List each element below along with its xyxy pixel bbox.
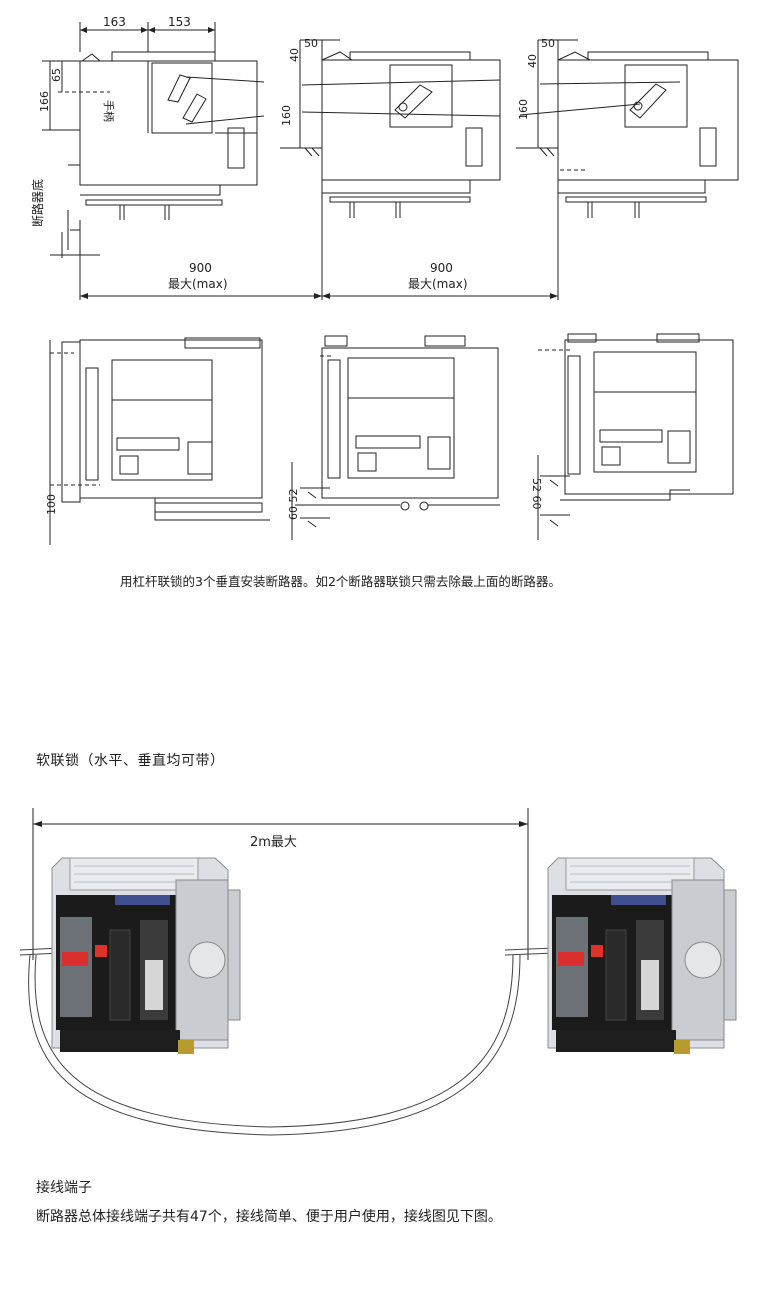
dim-50-a: 50 <box>304 37 318 50</box>
dim-100: 100 <box>45 494 58 515</box>
dim-163: 163 <box>103 15 126 29</box>
span-left-label: 最大(max) <box>168 277 228 291</box>
soft-interlock-heading: 软联锁（水平、垂直均可带） <box>36 753 225 769</box>
label-handle: 手柄 <box>102 100 116 122</box>
span-right-value: 900 <box>430 261 453 275</box>
dim-50-b: 50 <box>541 37 555 50</box>
vertical-interlock-caption: 用杠杆联锁的3个垂直安装断路器。如2个断路器联锁只需去除最上面的断路器。 <box>120 574 561 589</box>
span-left-value: 900 <box>189 261 212 275</box>
dim-40-a: 40 <box>288 48 301 62</box>
dim-40-b: 40 <box>526 54 539 68</box>
span-right-label: 最大(max) <box>408 277 468 291</box>
soft-interlock-figure: 2m最大 <box>19 808 737 1136</box>
label-breaker-bottom: 断路器底 <box>30 179 45 227</box>
terminals-heading: 接线端子 <box>36 1180 92 1196</box>
dim-160-a: 160 <box>280 105 293 126</box>
dim-166: 166 <box>38 91 51 112</box>
terminals-description: 断路器总体接线端子共有47个，接线简单、便于用户使用，接线图见下图。 <box>36 1209 502 1225</box>
breaker-left-image <box>51 857 241 1054</box>
dim-65: 65 <box>50 68 63 82</box>
lever-interlock-drawing: 163 153 50 50 40 40 65 166 160 160 手柄 断路… <box>30 15 739 545</box>
soft-interlock-span-label: 2m最大 <box>250 835 297 850</box>
dim-153: 153 <box>168 15 191 29</box>
breaker-right-image <box>547 857 737 1054</box>
dim-60-52: 60 52 <box>287 489 300 521</box>
dim-52-60: 52 60 <box>530 478 543 510</box>
dim-160-b: 160 <box>517 99 530 120</box>
